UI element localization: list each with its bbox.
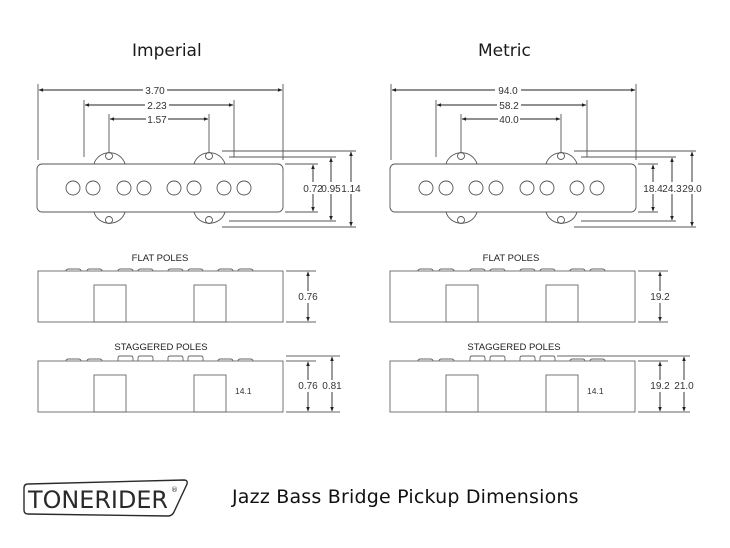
metric-flat-poles-label: FLAT POLES: [483, 253, 540, 264]
metric-overall-length: 94.0: [498, 86, 518, 97]
metric-staggered-poles-label: STAGGERED POLES: [467, 342, 560, 353]
imperial-heading: Imperial: [132, 41, 202, 61]
imperial-staggered-inner-label: 14.1: [235, 386, 252, 396]
metric-staggered-inner-label: 14.1: [587, 386, 604, 396]
imperial-staggered-height: 0.76: [298, 381, 318, 392]
imperial-flat-height: 0.76: [298, 292, 318, 303]
metric-mount-outer-width: 29.0: [682, 184, 702, 195]
imperial-mount-outer-span: 2.23: [147, 101, 167, 112]
imperial-top-labels: 3.70 2.23 1.57 0.72 0.95 1.14: [144, 84, 361, 195]
metric-top-labels: 94.0 58.2 40.0 18.4 24.3 29.0: [496, 84, 702, 195]
imperial-mount-inner-width: 0.95: [321, 184, 341, 195]
imperial-overall-length: 3.70: [145, 86, 165, 97]
imperial-flat-poles-view: [37, 268, 316, 323]
metric-mount-hole-span: 40.0: [499, 115, 519, 126]
tonerider-logo: TONERIDER ®: [22, 478, 190, 518]
imperial-staggered-height-with-poles: 0.81: [322, 381, 342, 392]
imperial-flat-poles-label: FLAT POLES: [132, 253, 189, 264]
imperial-mount-hole-span: 1.57: [147, 115, 167, 126]
imperial-staggered-poles-view: [37, 355, 340, 413]
metric-staggered-height: 19.2: [650, 381, 670, 392]
metric-body-width: 18.4: [643, 184, 663, 195]
metric-staggered-height-with-poles: 21.0: [674, 381, 694, 392]
imperial-staggered-poles-label: STAGGERED POLES: [114, 342, 207, 353]
metric-flat-poles-view: [389, 268, 668, 323]
metric-heading: Metric: [478, 41, 531, 61]
metric-mount-inner-width: 24.3: [662, 184, 682, 195]
metric-mount-outer-span: 58.2: [499, 101, 519, 112]
imperial-top-view: [36, 84, 356, 228]
metric-flat-height: 19.2: [650, 292, 670, 303]
imperial-body-width: 0.72: [303, 184, 323, 195]
brand-name: TONERIDER: [27, 486, 168, 514]
diagram-caption: Jazz Bass Bridge Pickup Dimensions: [232, 486, 579, 508]
metric-top-view: [389, 84, 696, 228]
imperial-mount-outer-width: 1.14: [341, 184, 361, 195]
metric-staggered-poles-view: [389, 355, 690, 413]
registered-mark: ®: [171, 486, 178, 494]
